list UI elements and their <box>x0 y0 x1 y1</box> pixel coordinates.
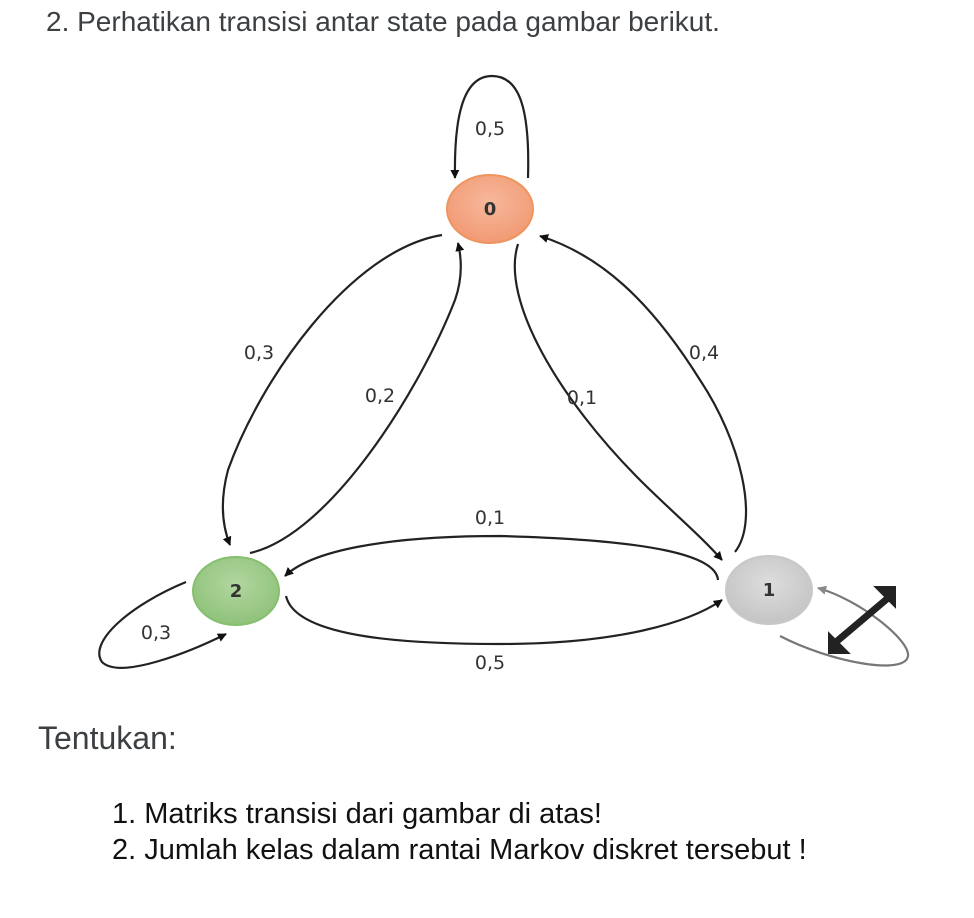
edge-label-0-to-1: 0,1 <box>567 387 597 409</box>
edge-1-to-1 <box>779 585 910 667</box>
edge-label-2-to-2: 0,3 <box>141 622 171 644</box>
task-item: 1. Matriks transisi dari gambar di atas! <box>112 798 602 830</box>
edge-label-2-to-0: 0,2 <box>365 385 395 407</box>
edge-2-to-1 <box>284 595 723 646</box>
state-node-0: 0 <box>446 174 534 244</box>
edge-label-2-to-1: 0,5 <box>475 652 505 674</box>
state-node-0-label: 0 <box>484 199 497 220</box>
edge-1-to-2 <box>284 534 720 581</box>
edge-0-to-1 <box>513 243 723 561</box>
edge-label-1-to-2: 0,1 <box>475 507 505 529</box>
edge-0-to-2 <box>221 233 443 546</box>
state-node-2-label: 2 <box>230 581 243 602</box>
edge-1-to-0 <box>539 234 748 553</box>
edge-2-to-2 <box>98 580 227 669</box>
expand-image-icon[interactable] <box>828 586 896 654</box>
task-list: 1. Matriks transisi dari gambar di atas!… <box>112 796 807 868</box>
state-node-2: 2 <box>192 556 280 626</box>
edge-label-1-to-0: 0,4 <box>689 342 719 364</box>
edge-label-0-to-2: 0,3 <box>244 342 274 364</box>
edge-label-0-to-0: 0,5 <box>475 118 505 140</box>
state-node-1: 1 <box>725 555 813 625</box>
edge-2-to-0 <box>249 242 465 555</box>
task-item: 2. Jumlah kelas dalam rantai Markov disk… <box>112 834 807 866</box>
question-title: 2. Perhatikan transisi antar state pada … <box>46 6 720 37</box>
state-node-1-label: 1 <box>763 580 776 601</box>
edge-0-to-0 <box>450 74 530 179</box>
instructions-heading: Tentukan: <box>38 720 177 756</box>
